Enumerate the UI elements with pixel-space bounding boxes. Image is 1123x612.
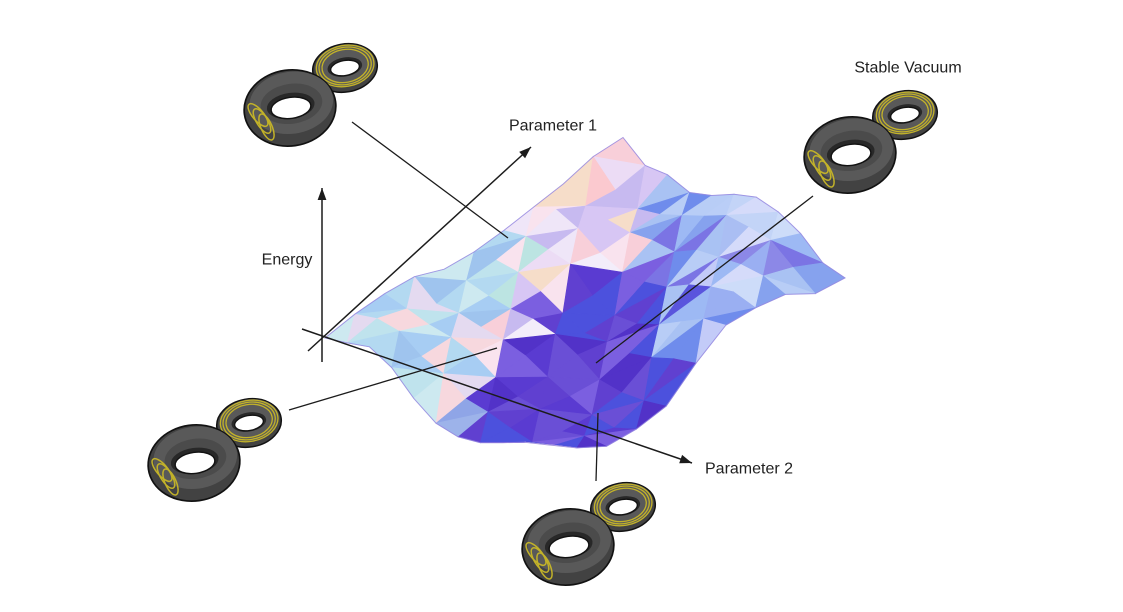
parameter-2-axis — [301, 328, 693, 464]
torus-pair-bottom-middle-icon — [521, 481, 657, 587]
axis-line — [301, 328, 693, 464]
torus-cycle-marking — [536, 552, 553, 580]
torus-cycle-marking — [878, 93, 932, 133]
connector-top-left-vacuum — [351, 121, 509, 239]
stable-vacuum-label: Stable Vacuum — [854, 59, 962, 77]
energy-axis — [317, 188, 327, 362]
torus-cycle-marking — [225, 403, 273, 439]
torus-cycle-marking — [875, 91, 935, 135]
torus-pair-top-left-icon — [243, 42, 379, 148]
connector-stable-vacuum — [595, 195, 814, 364]
torus-cycle-marking — [599, 487, 647, 523]
torus-cycle-marking — [162, 468, 179, 496]
axes — [301, 146, 693, 464]
torus-cycle-marking — [818, 160, 835, 188]
parameter-1-axis-label: Parameter 1 — [508, 117, 598, 135]
torus-cycle-marking — [321, 48, 369, 84]
arrowhead-icon — [317, 188, 327, 200]
connector-bottom-middle-vacuum — [595, 412, 599, 482]
torus-cycle-marking — [258, 113, 275, 141]
torus-cycle-marking — [596, 485, 650, 525]
torus-cycle-marking — [593, 483, 653, 527]
energy-axis-label: Energy — [261, 251, 313, 269]
parameter-2-axis-label: Parameter 2 — [705, 460, 794, 478]
torus-cycle-marking — [222, 401, 276, 441]
torus-cycle-marking — [881, 95, 929, 131]
energy-landscape-surface — [323, 136, 846, 449]
connector-bottom-left-vacuum — [288, 347, 498, 411]
torus-pair-bottom-left-icon — [147, 397, 283, 503]
vacuum-connector-lines — [288, 121, 814, 482]
torus-cycle-marking — [318, 46, 372, 86]
surface-outline — [323, 136, 846, 449]
arrowhead-icon — [679, 454, 692, 464]
torus-cycle-marking — [315, 44, 375, 88]
torus-cycle-marking — [219, 399, 279, 443]
arrowhead-icon — [519, 147, 531, 159]
torus-pair-stable-vacuum-icon — [803, 89, 939, 195]
parameter-1-axis — [307, 146, 532, 352]
axis-line — [307, 146, 532, 352]
